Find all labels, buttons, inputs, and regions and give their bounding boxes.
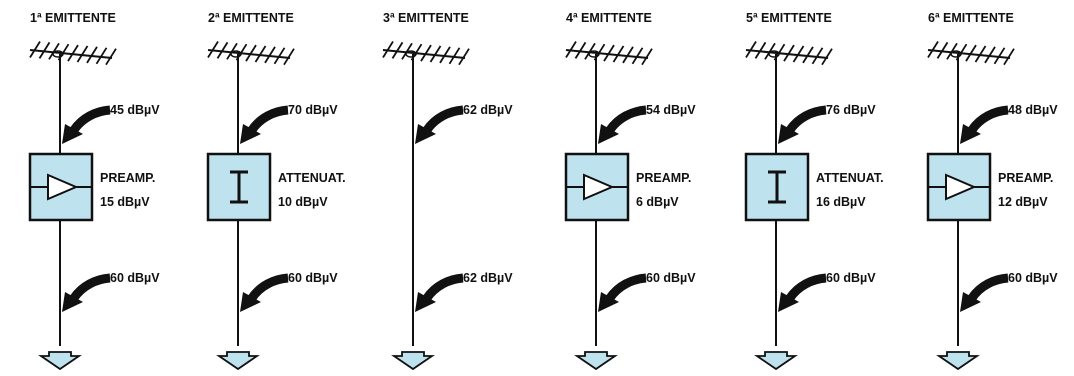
output-arrow-icon bbox=[240, 273, 289, 312]
input-level: 76 dBµV bbox=[826, 103, 876, 117]
antenna-icon bbox=[29, 41, 117, 66]
antenna-icon bbox=[927, 41, 1015, 66]
station-title: 5ª EMITTENTE bbox=[746, 11, 832, 25]
amplifier-box bbox=[28, 152, 94, 222]
device-value: 15 dBµV bbox=[100, 195, 150, 209]
amplifier-triangle-icon bbox=[945, 173, 977, 201]
output-arrow-icon bbox=[960, 273, 1009, 312]
output-level: 60 dBµV bbox=[646, 271, 696, 285]
input-arrow-icon bbox=[240, 105, 289, 144]
device-value: 10 dBµV bbox=[278, 195, 328, 209]
output-level: 60 dBµV bbox=[826, 271, 876, 285]
station-title: 1ª EMITTENTE bbox=[30, 11, 116, 25]
amplifier-box bbox=[926, 152, 992, 222]
amplifier-triangle-icon bbox=[47, 173, 79, 201]
input-arrow-icon bbox=[415, 105, 464, 144]
station-title: 6ª EMITTENTE bbox=[928, 11, 1014, 25]
input-arrow-icon bbox=[62, 105, 111, 144]
station-4: 4ª EMITTENTE 54 dBµV PREAMP. 6 dBµV 60 dBµV bbox=[564, 11, 696, 371]
input-level: 70 dBµV bbox=[288, 103, 338, 117]
output-arrow-icon bbox=[415, 273, 464, 312]
station-6: 6ª EMITTENTE 48 dBµV PREAMP. 12 dBµV 60 dBµV bbox=[926, 11, 1058, 371]
amplifier-triangle-icon bbox=[583, 173, 615, 201]
station-title: 2ª EMITTENTE bbox=[208, 11, 294, 25]
station-title: 4ª EMITTENTE bbox=[566, 11, 652, 25]
output-connector-icon bbox=[38, 351, 82, 371]
output-connector-icon bbox=[216, 351, 260, 371]
antenna-icon bbox=[207, 41, 295, 66]
input-level: 48 dBµV bbox=[1008, 103, 1058, 117]
output-arrow-icon bbox=[778, 273, 827, 312]
attenuator-box bbox=[206, 152, 272, 222]
station-1: 1ª EMITTENTE 45 dBµV PREAMP. 15 dBµV 60 dBµV bbox=[28, 11, 160, 371]
output-arrow-icon bbox=[598, 273, 647, 312]
device-label: PREAMP. bbox=[998, 171, 1053, 185]
station-title: 3ª EMITTENTE bbox=[383, 11, 469, 25]
antenna-icon bbox=[745, 41, 833, 66]
output-level: 60 dBµV bbox=[1008, 271, 1058, 285]
output-connector-icon bbox=[574, 351, 618, 371]
output-connector-icon bbox=[391, 351, 435, 371]
output-level: 62 dBµV bbox=[463, 271, 513, 285]
output-connector-icon bbox=[936, 351, 980, 371]
antenna-icon bbox=[565, 41, 653, 66]
attenuator-box bbox=[744, 152, 810, 222]
station-2: 2ª EMITTENTE 70 dBµV ATTENUAT. 10 dBµV 60 dB… bbox=[206, 11, 346, 371]
output-arrow-icon bbox=[62, 273, 111, 312]
device-value: 12 dBµV bbox=[998, 195, 1048, 209]
station-5: 5ª EMITTENTE 76 dBµV ATTENUAT. 16 dBµV 60 dB… bbox=[744, 11, 884, 371]
output-level: 60 dBµV bbox=[110, 271, 160, 285]
input-level: 54 dBµV bbox=[646, 103, 696, 117]
output-connector-icon bbox=[754, 351, 798, 371]
input-level: 45 dBµV bbox=[110, 103, 160, 117]
station-3: 3ª EMITTENTE 62 dBµV 62 dBµV bbox=[382, 11, 513, 371]
output-level: 60 dBµV bbox=[288, 271, 338, 285]
input-arrow-icon bbox=[960, 105, 1009, 144]
input-arrow-icon bbox=[778, 105, 827, 144]
device-label: ATTENUAT. bbox=[816, 171, 884, 185]
antenna-icon bbox=[382, 41, 470, 66]
input-level: 62 dBµV bbox=[463, 103, 513, 117]
amplifier-box bbox=[564, 152, 630, 222]
device-value: 16 dBµV bbox=[816, 195, 866, 209]
device-label: PREAMP. bbox=[100, 171, 155, 185]
device-label: ATTENUAT. bbox=[278, 171, 346, 185]
device-value: 6 dBµV bbox=[636, 195, 679, 209]
device-label: PREAMP. bbox=[636, 171, 691, 185]
input-arrow-icon bbox=[598, 105, 647, 144]
